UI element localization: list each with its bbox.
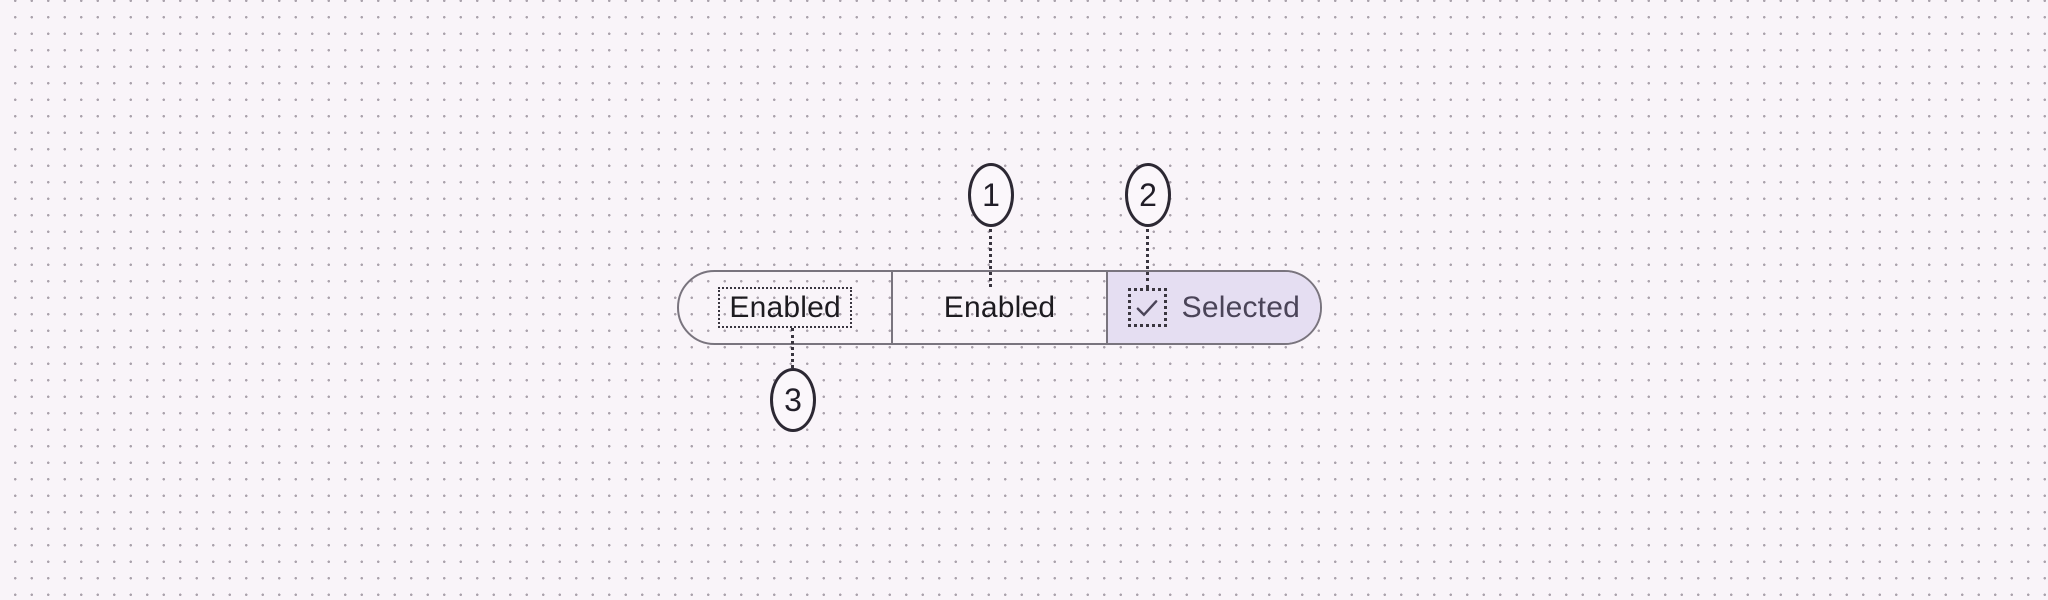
segmented-button: Enabled Enabled Selected bbox=[677, 270, 1322, 345]
callout-badge-1: 1 bbox=[968, 163, 1014, 227]
callout-number: 1 bbox=[982, 176, 1000, 213]
callout-number: 2 bbox=[1139, 176, 1157, 213]
segment-label: Selected bbox=[1181, 290, 1300, 324]
segment-label: Enabled bbox=[729, 291, 841, 324]
callout-badge-2: 2 bbox=[1125, 163, 1171, 227]
callout-number: 3 bbox=[784, 381, 802, 418]
check-icon bbox=[1136, 299, 1158, 317]
segment-label: Enabled bbox=[943, 290, 1056, 324]
icon-focus-outline bbox=[1127, 288, 1167, 327]
segment-selected[interactable]: Selected bbox=[1105, 272, 1320, 343]
segment-enabled-2[interactable]: Enabled bbox=[891, 272, 1105, 343]
callout-badge-3: 3 bbox=[770, 368, 816, 432]
callout-1-connector bbox=[989, 229, 992, 287]
segment-enabled-1[interactable]: Enabled bbox=[679, 272, 891, 343]
callout-3-connector bbox=[791, 328, 794, 368]
callout-2-connector bbox=[1146, 229, 1149, 288]
label-focus-outline: Enabled bbox=[718, 287, 852, 328]
